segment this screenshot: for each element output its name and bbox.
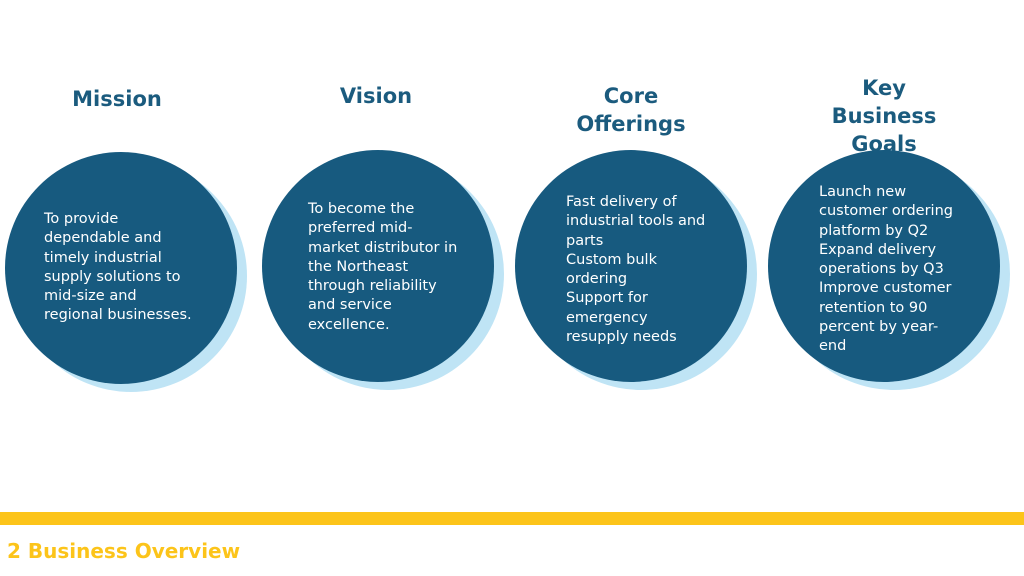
core-offerings-text: Fast delivery of industrial tools and pa…: [566, 194, 706, 346]
mission-circle: To provide dependable and timely industr…: [5, 152, 247, 392]
key-business-goals-circle-body: [768, 150, 1000, 382]
core-offerings-heading: Core Offerings: [576, 84, 686, 136]
vision-text: To become the preferred mid- market dist…: [308, 201, 458, 333]
slide-title: 2 Business Overview: [7, 539, 241, 563]
vision-circle: To become the preferred mid- market dist…: [262, 150, 504, 390]
mission-heading: Mission: [72, 87, 162, 111]
mission-circle-body: [5, 152, 237, 384]
mission-text: To provide dependable and timely industr…: [44, 211, 192, 324]
core-offerings-circle: Fast delivery of industrial tools and pa…: [515, 150, 757, 390]
vision-circle-body: [262, 150, 494, 382]
key-business-goals-circle: Launch new customer ordering platform by…: [768, 150, 1010, 390]
key-business-goals-text: Launch new customer ordering platform by…: [819, 184, 953, 355]
vision-heading: Vision: [339, 84, 413, 108]
core-offerings-circle-body: [515, 150, 747, 382]
footer-accent-band: [0, 512, 1024, 525]
key-business-goals-heading: Key Business Goals: [831, 76, 937, 156]
